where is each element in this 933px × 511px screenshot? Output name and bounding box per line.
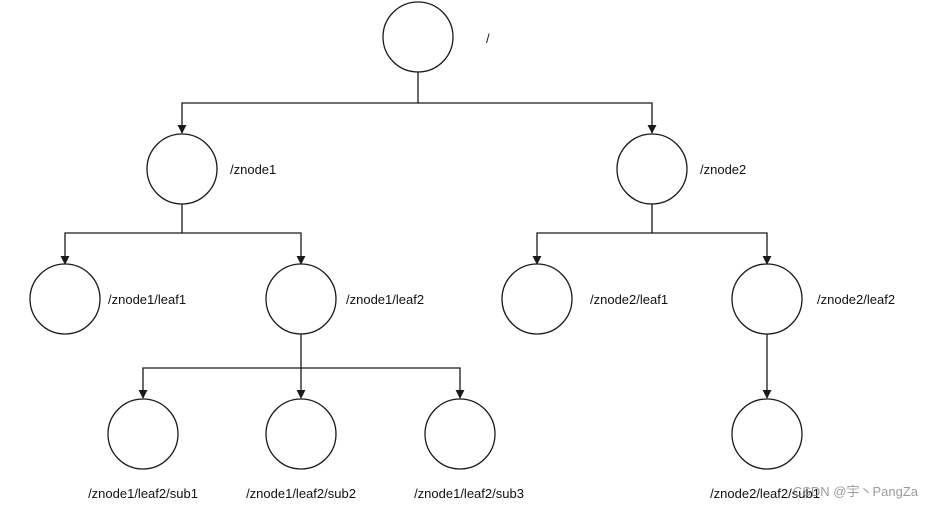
node-root: / [382,1,490,73]
node-label: /znode2/leaf2/sub1 [710,486,820,501]
node-circle [501,263,573,335]
node-label: /znode1/leaf2/sub3 [414,486,524,501]
edge-root-to-znode1 [177,72,419,134]
node-circle [731,398,803,470]
node-circle [29,263,101,335]
node-label: /znode2/leaf2 [817,292,895,307]
node-label: /znode1/leaf2/sub1 [88,486,198,501]
nodes: / /znode1 /znode2 /znode1/leaf1 /znode1/… [29,1,895,501]
watermark-text: CSDN @宇丶PangZa [793,484,919,499]
edge-leaf2-to-sub3 [301,367,465,399]
node-znode2-leaf1: /znode2/leaf1 [501,263,668,335]
node-circle [265,263,337,335]
node-znode1-leaf1: /znode1/leaf1 [29,263,186,335]
node-circle [616,133,688,205]
edges [60,72,772,399]
node-circle [146,133,218,205]
edge-znode2-to-leaf2 [652,232,772,265]
edge-znode1-to-leaf2 [182,232,306,265]
node-znode1: /znode1 [146,133,276,205]
node-znode2-leaf2-sub1: /znode2/leaf2/sub1 [710,398,820,501]
node-znode2: /znode2 [616,133,746,205]
edge-leaf2-to-sub1 [138,334,302,399]
node-circle [265,398,337,470]
edge-znode1-to-leaf1 [60,204,183,265]
node-znode1-leaf2-sub3: /znode1/leaf2/sub3 [414,398,524,501]
edge-root-to-znode2 [418,102,657,134]
node-label: /znode1/leaf1 [108,292,186,307]
node-label: /znode2 [700,162,746,177]
node-label: /znode2/leaf1 [590,292,668,307]
node-label: /znode1/leaf2/sub2 [246,486,356,501]
node-znode1-leaf2-sub2: /znode1/leaf2/sub2 [246,398,356,501]
node-label: /znode1 [230,162,276,177]
edge-znode2-to-leaf1 [532,204,653,265]
node-circle [424,398,496,470]
node-znode1-leaf2-sub1: /znode1/leaf2/sub1 [88,398,198,501]
node-circle [107,398,179,470]
node-znode1-leaf2: /znode1/leaf2 [265,263,424,335]
node-circle [731,263,803,335]
node-znode2-leaf2: /znode2/leaf2 [731,263,895,335]
node-label: /znode1/leaf2 [346,292,424,307]
node-circle [382,1,454,73]
node-label: / [486,31,490,46]
